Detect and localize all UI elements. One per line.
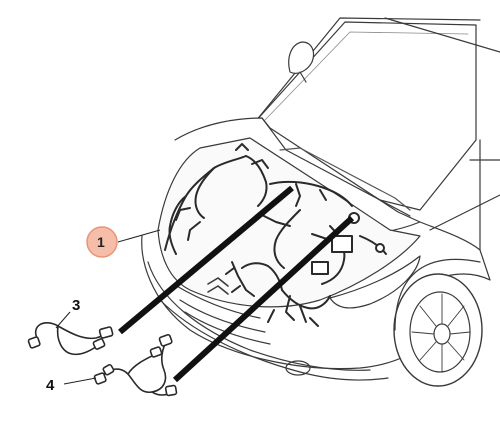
callout-3-label: 3 — [72, 297, 80, 314]
harness-part-4 — [93, 333, 178, 397]
callout-1[interactable]: 1 — [86, 226, 118, 258]
roof-edge — [384, 17, 500, 53]
leader-strip-4 — [172, 215, 355, 383]
fog-light — [285, 360, 311, 376]
leader-line-1 — [117, 229, 161, 243]
bumper-lip — [159, 299, 389, 381]
callout-3[interactable]: 3 — [72, 297, 80, 314]
callout-4[interactable]: 4 — [46, 377, 55, 394]
leader-line-3 — [55, 311, 71, 329]
leader-line-4 — [63, 377, 97, 385]
callout-1-label: 1 — [97, 234, 105, 250]
a-pillar — [254, 17, 481, 123]
side-mirror — [288, 41, 315, 74]
scuttle — [279, 147, 411, 211]
mirror-stem — [299, 71, 307, 83]
harness-part-3 — [27, 322, 114, 356]
engine-harness — [164, 143, 387, 327]
rim-spokes — [411, 293, 471, 373]
windshield-inner — [264, 31, 469, 121]
leader-strip-3 — [118, 185, 294, 335]
side-body — [469, 139, 500, 251]
fender-line — [429, 194, 500, 231]
logo — [207, 277, 229, 295]
front-tire — [393, 273, 483, 387]
callout-leaders — [55, 229, 161, 385]
callout-4-label: 4 — [46, 377, 55, 394]
callout-1-highlight — [86, 226, 118, 258]
headlight — [329, 255, 421, 309]
wheel-arch — [394, 258, 481, 331]
leader-strips — [118, 185, 355, 383]
